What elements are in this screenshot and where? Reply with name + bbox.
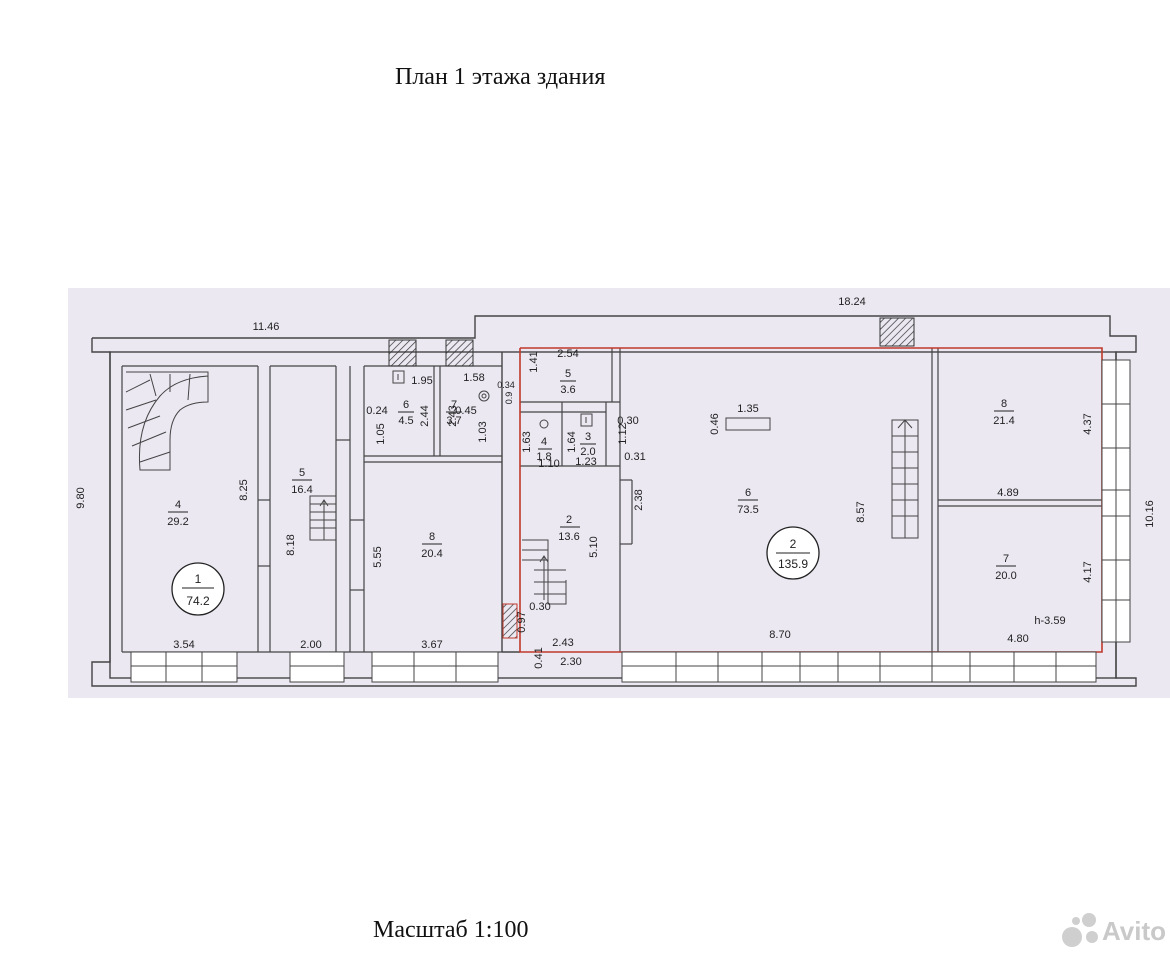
dimension-label: 0.24 xyxy=(366,405,387,417)
staircase xyxy=(891,419,919,539)
room-area: 1.8 xyxy=(536,451,551,463)
vertical-dimension-labels: 9.80 10.16 8.25 8.18 5.55 1.05 2.44 2.43… xyxy=(75,351,1156,668)
room-number: 7 xyxy=(451,399,457,411)
spiral-staircase xyxy=(125,371,209,471)
unit-number: 1 xyxy=(195,572,202,586)
room-area: 20.4 xyxy=(421,548,442,560)
scale-label: Масштаб 1:100 xyxy=(373,917,529,943)
dimension-label: 8.70 xyxy=(769,629,790,641)
dimension-label: 0.34 xyxy=(497,380,515,390)
dimension-label: 0.97 xyxy=(516,611,528,632)
staircase xyxy=(522,539,567,605)
room-number: 7 xyxy=(1003,553,1009,565)
dimension-label: 0.30 xyxy=(529,601,550,613)
dimension-label: 0.46 xyxy=(709,413,721,434)
dimension-labels: 11.46 18.24 3.54 2.00 3.67 2.43 2.30 8.7… xyxy=(173,296,1065,668)
dimension-label: 8.25 xyxy=(238,479,250,500)
room-number: 5 xyxy=(565,368,571,380)
dimension-label: 2.43 xyxy=(552,637,573,649)
dimension-label: 18.24 xyxy=(838,296,866,308)
room-area: 29.2 xyxy=(167,516,188,528)
dimension-label: 1.63 xyxy=(521,431,533,452)
dimension-label: 0.31 xyxy=(624,451,645,463)
dimension-label: 0.41 xyxy=(533,647,545,668)
room-area: 2.0 xyxy=(580,446,595,458)
unit-area: 74.2 xyxy=(186,594,210,608)
dimension-label: 1.12 xyxy=(617,423,629,444)
dimension-label: 0.9 xyxy=(504,392,514,405)
room-number: 8 xyxy=(1001,398,1007,410)
dimension-label: 1.95 xyxy=(411,375,432,387)
room-area: 4.5 xyxy=(398,415,413,427)
room-area: 21.4 xyxy=(993,415,1014,427)
dimension-label: 3.54 xyxy=(173,639,194,651)
watermark-logo: Avito xyxy=(1062,913,1166,949)
dimension-label: 2.30 xyxy=(560,656,581,668)
room-area: 3.6 xyxy=(560,384,575,396)
dimension-label: 1.23 xyxy=(575,456,596,468)
room-number: 6 xyxy=(745,487,751,499)
dimension-label: 3.67 xyxy=(421,639,442,651)
height-label: h-3.59 xyxy=(1034,615,1065,627)
room-number: 6 xyxy=(403,399,409,411)
dimension-label: 4.80 xyxy=(1007,633,1028,645)
room-labels: 4 29.2 5 16.4 6 4.5 7 3.7 8 20.4 5 3.6 4… xyxy=(167,368,1016,582)
dimension-label: 1.05 xyxy=(375,423,387,444)
dimension-label: 11.46 xyxy=(253,321,280,333)
dimension-label: 4.89 xyxy=(997,487,1018,499)
staircase xyxy=(309,495,337,541)
unit-2-boundary xyxy=(519,347,1103,653)
unit-area: 135.9 xyxy=(778,557,808,571)
dimension-label: 1.03 xyxy=(477,421,489,442)
dimension-label: 5.55 xyxy=(372,546,384,567)
unit-2-marker: 2 135.9 xyxy=(766,526,820,580)
dimension-label: 8.18 xyxy=(285,534,297,555)
dimension-label: 2.54 xyxy=(557,348,578,360)
hatched-column xyxy=(388,339,417,367)
dimension-label: 5.10 xyxy=(588,536,600,557)
plan-title: План 1 этажа здания xyxy=(395,64,606,90)
room-area: 13.6 xyxy=(558,531,579,543)
unit-1-marker: 1 74.2 xyxy=(171,562,225,616)
dimension-label: 1.64 xyxy=(566,431,578,452)
room-number: 2 xyxy=(566,514,572,526)
dimension-label: 1.35 xyxy=(737,403,758,415)
dimension-label: 2.00 xyxy=(300,639,321,651)
dimension-label: 0.30 xyxy=(617,415,638,427)
dimension-label: 2.38 xyxy=(633,489,645,510)
dimension-label: 2.43 xyxy=(447,405,459,426)
room-area: 73.5 xyxy=(737,504,758,516)
dimension-label: 2.44 xyxy=(419,405,431,426)
dimension-label: 4.17 xyxy=(1082,561,1094,582)
room-number: 8 xyxy=(429,531,435,543)
room-area: 20.0 xyxy=(995,570,1016,582)
dimension-label: 1.41 xyxy=(528,351,540,372)
room-number: 5 xyxy=(299,467,305,479)
avito-logo-icon xyxy=(1062,913,1098,949)
windows xyxy=(130,359,1131,683)
dimension-label: 8.57 xyxy=(855,501,867,522)
fixture xyxy=(725,417,771,431)
room-number: 4 xyxy=(175,499,181,511)
sanitary-fixtures xyxy=(392,370,593,429)
dimension-label: 1.58 xyxy=(463,372,484,384)
unit-number: 2 xyxy=(790,537,797,551)
hatched-column xyxy=(445,339,474,367)
hatched-column xyxy=(502,603,518,639)
dimension-label: 9.80 xyxy=(75,487,87,508)
watermark-text: Avito xyxy=(1102,915,1167,946)
dimension-label: 10.16 xyxy=(1144,500,1156,528)
room-area: 16.4 xyxy=(291,484,312,496)
dimension-label: 0.45 xyxy=(455,405,476,417)
scanned-sheet xyxy=(68,288,1170,698)
room-number: 4 xyxy=(541,436,547,448)
room-number: 3 xyxy=(585,431,591,443)
hatched-column xyxy=(879,317,915,347)
dimension-label: 4.37 xyxy=(1082,413,1094,434)
room-area: 3.7 xyxy=(446,415,461,427)
dimension-label: 1.10 xyxy=(538,458,559,470)
